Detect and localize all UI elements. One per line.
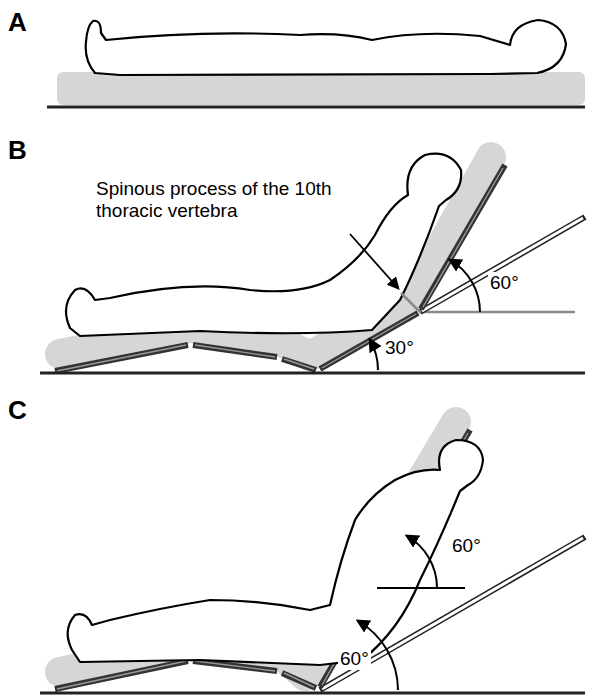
frame-segment: [193, 345, 277, 357]
angle-label: 60°: [338, 648, 371, 670]
angle-label: 30°: [383, 337, 416, 359]
panel-letter: A: [8, 8, 27, 38]
angle-arc: [450, 260, 480, 312]
panel-letter: B: [8, 136, 27, 166]
frame-highlight: [57, 661, 186, 689]
frame-highlight: [195, 345, 275, 357]
panel-letter: C: [8, 396, 27, 426]
leader-arrow: [350, 234, 398, 288]
anatomy-label: Spinous process of the 10th thoracic ver…: [96, 178, 396, 222]
patient-outline: [68, 440, 483, 665]
angle-arc: [370, 340, 378, 370]
frame-highlight: [284, 673, 314, 687]
frame-highlight: [57, 345, 186, 371]
floor-line: [40, 692, 585, 695]
frame-segment: [55, 345, 188, 371]
angle-label: 60°: [450, 535, 483, 557]
mattress: [57, 72, 585, 105]
patient-outline: [66, 154, 461, 336]
frame-highlight: [284, 359, 314, 369]
floor-line: [47, 106, 585, 109]
vertebra-marker: [401, 293, 421, 313]
patient-outline: [86, 20, 566, 75]
horizontal-reference: [420, 311, 575, 314]
angle-arc: [407, 536, 437, 588]
floor-line: [40, 372, 585, 375]
horizontal-reference: [377, 587, 465, 589]
angle-label: 60°: [488, 272, 521, 294]
frame-segment: [282, 673, 316, 688]
frame-segment: [55, 661, 188, 689]
frame-segment: [282, 359, 316, 370]
